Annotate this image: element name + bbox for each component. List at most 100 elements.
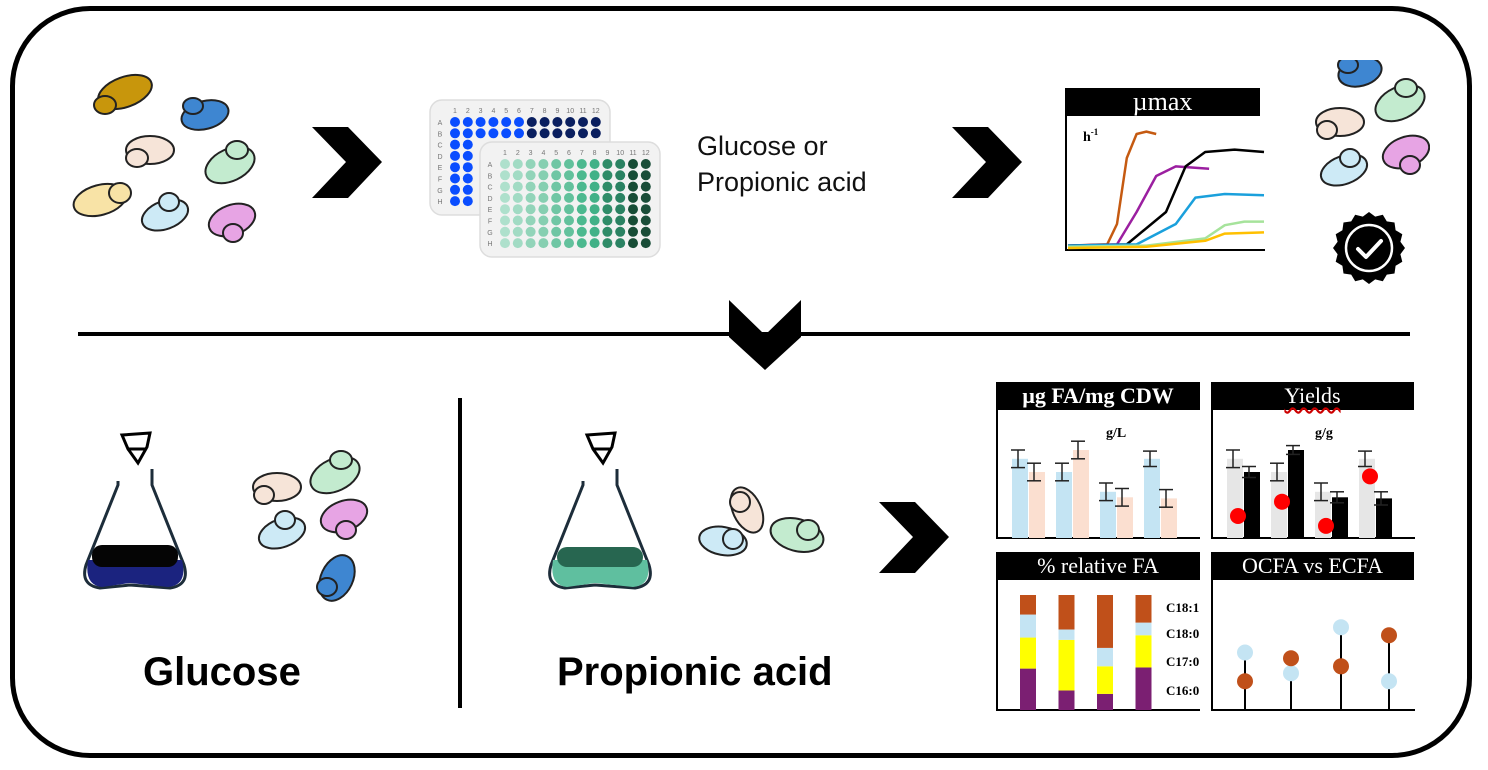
red-dot-marker: [1274, 493, 1290, 510]
yeast-cell-icon: [140, 192, 190, 232]
plate-well: [602, 204, 613, 215]
plate-well: [576, 204, 587, 215]
plate-well: [512, 181, 523, 192]
plate-well: [628, 170, 638, 181]
plate-well: [525, 226, 536, 237]
plate-row-label: F: [488, 219, 492, 226]
plate-well: [628, 215, 638, 226]
error-bar: [1374, 491, 1388, 506]
plate-well: [602, 181, 613, 192]
error-bar: [1011, 449, 1025, 469]
growth-curve-yellow: [1067, 231, 1265, 250]
plate-well: [538, 238, 549, 249]
substrate-text: Glucose or Propionic acid: [697, 128, 867, 200]
plate-well: [525, 215, 536, 226]
error-bar: [1071, 440, 1085, 460]
plate-well: [450, 117, 460, 127]
plate-well: [564, 238, 574, 249]
plate-well: [589, 204, 600, 215]
stack-segment-C18-0: [1135, 622, 1152, 636]
plate-row-label: C: [487, 185, 492, 192]
plate-well: [538, 215, 549, 226]
plate-row-label: D: [437, 154, 442, 161]
substrate-line-1: Glucose or: [697, 131, 828, 161]
plate-row-label: D: [487, 196, 492, 203]
relative-fa-panel-title: % relative FA: [996, 552, 1200, 580]
plate-well: [602, 192, 613, 203]
plate-row-label: F: [438, 177, 442, 184]
propionic-strains-group: [698, 486, 825, 557]
plate-column-label: 1: [503, 150, 507, 157]
plate-well: [615, 226, 626, 237]
bar-blue: [1144, 458, 1160, 538]
yeast-cell-icon: [1315, 107, 1365, 140]
plate-well: [589, 238, 600, 249]
plate-well: [462, 128, 473, 139]
plate-well: [538, 159, 549, 169]
plate-well: [564, 170, 574, 181]
legend-label: C18:0: [1166, 626, 1199, 641]
growth-curve-orange: [1067, 130, 1157, 247]
plate-well: [500, 204, 510, 215]
plate-well: [526, 117, 537, 127]
plate-well: [462, 196, 473, 207]
stack-segment-C17-0: [1020, 637, 1036, 669]
yeast-cell-icon: [93, 73, 153, 115]
flask-glucose-icon: [83, 431, 187, 590]
bar-black: [1288, 450, 1304, 538]
plate-well: [450, 150, 460, 161]
stack-segment-C18-1: [1135, 595, 1152, 623]
plate-column-label: 1: [453, 108, 457, 115]
plate-well: [450, 128, 460, 139]
plate-well: [525, 192, 536, 203]
plate-well: [589, 159, 600, 169]
plate-well: [564, 226, 574, 237]
arrow-right-icon: [312, 127, 382, 198]
plate-well: [512, 159, 523, 169]
plate-well: [450, 139, 460, 150]
arrow-right-icon: [952, 127, 1022, 198]
plate-well: [640, 204, 651, 215]
plate-column-label: 3: [479, 108, 483, 115]
bar-black: [1244, 472, 1260, 538]
plate-column-label: 12: [592, 108, 600, 115]
plate-well: [450, 196, 460, 207]
plate-well: [578, 117, 588, 127]
ecfa-dot: [1333, 658, 1349, 675]
yeast-cell-icon: [1319, 148, 1369, 187]
plate-column-label: 11: [579, 108, 586, 115]
plate-well: [538, 192, 549, 203]
stack-segment-C18-0: [1097, 647, 1113, 667]
yeast-cell-icon: [72, 182, 132, 218]
plate-column-label: 2: [466, 108, 470, 115]
yeast-cell-icon: [204, 140, 256, 185]
plate-well: [551, 192, 562, 203]
plate-well: [628, 181, 638, 192]
plate-well: [628, 204, 638, 215]
plate-column-label: 5: [504, 108, 508, 115]
yeast-cell-icon: [316, 554, 356, 602]
plate-well: [576, 181, 587, 192]
fa-content-chart: g/L: [996, 410, 1200, 539]
plate-well: [500, 226, 510, 237]
verified-check-badge-icon: [1333, 212, 1405, 284]
plate-well: [602, 226, 613, 237]
plate-well: [551, 204, 562, 215]
plate-column-label: 11: [629, 150, 636, 157]
plate-row-label: H: [487, 241, 492, 248]
stack-segment-C16-0: [1020, 668, 1036, 710]
plate-well: [615, 192, 626, 203]
legend-label: C18:1: [1166, 600, 1199, 615]
plate-well: [462, 162, 473, 173]
plate-column-label: 7: [530, 108, 534, 115]
yeast-cell-icon: [1381, 134, 1430, 175]
yeast-cell-icon: [729, 486, 765, 534]
plate-well: [514, 128, 524, 139]
ocfa-ecfa-chart: [1211, 580, 1415, 711]
growth-curve-blue: [1067, 192, 1265, 247]
plate-well: [512, 204, 523, 215]
plate-well: [475, 128, 486, 139]
plate-well: [462, 117, 473, 127]
